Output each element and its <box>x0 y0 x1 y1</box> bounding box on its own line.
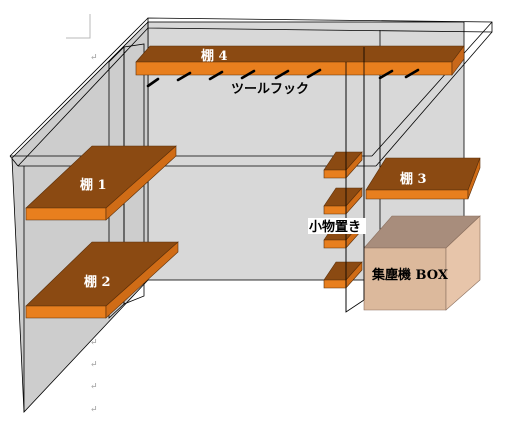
shelf-2-label: 棚 2 <box>84 274 111 290</box>
shelf-3-label: 棚 3 <box>400 171 427 187</box>
svg-text:↵: ↵ <box>90 405 98 415</box>
tool-hooks <box>146 68 420 88</box>
shelf-1-label: 棚 1 <box>80 177 107 193</box>
frame-outline <box>9 17 493 412</box>
small-shelf <box>323 261 363 289</box>
shelf-1: 棚 1 <box>25 145 177 221</box>
dust-box-label: 集塵機 BOX <box>371 267 449 283</box>
shelf-4-label: 棚 4 <box>201 48 228 64</box>
page-margin-corner <box>66 14 91 39</box>
shelf-3: 棚 3 <box>365 157 481 200</box>
dust-collector-box: 集塵機 BOX <box>363 215 481 311</box>
shelf-2: 棚 2 <box>25 241 179 319</box>
svg-text:↵: ↵ <box>90 360 98 370</box>
svg-text:↵: ↵ <box>90 338 98 348</box>
small-shelf <box>323 151 363 179</box>
small-items-label: 小物置き <box>309 219 361 235</box>
front-right-post <box>345 47 365 312</box>
small-shelf <box>323 187 363 215</box>
svg-text:↵: ↵ <box>90 382 98 392</box>
small-items-label-bg <box>308 218 366 234</box>
tool-hook-label: ツールフック <box>231 82 309 97</box>
small-item-shelves <box>323 151 363 289</box>
shelf-4: 棚 4 <box>135 45 465 76</box>
svg-text:↵: ↵ <box>90 53 98 63</box>
